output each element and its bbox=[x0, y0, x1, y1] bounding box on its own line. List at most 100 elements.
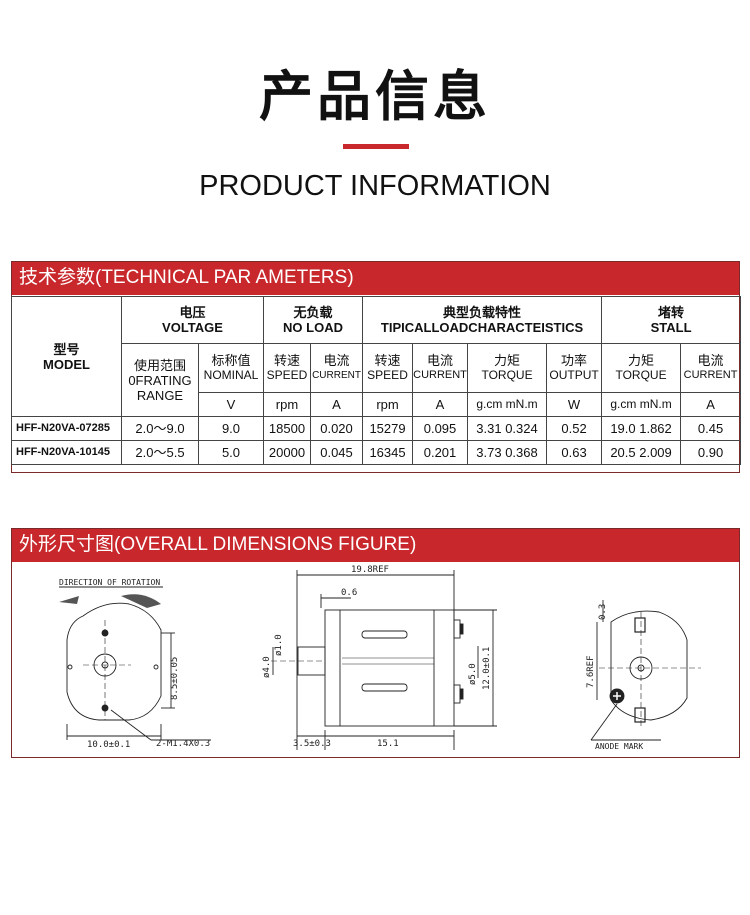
torque-cn: 力矩 bbox=[494, 353, 521, 368]
params-section-header: 技术参数(TECHNICAL PAR AMETERS) bbox=[11, 261, 740, 295]
row-speed: 16345 bbox=[362, 440, 414, 465]
unit-torque: g.cm mN.m bbox=[601, 392, 682, 417]
unit-torque: g.cm mN.m bbox=[467, 392, 548, 417]
range-header: 使用范围 0FRATING RANGE bbox=[121, 343, 199, 417]
row-range: 2.0～5.5 bbox=[121, 440, 199, 465]
nl-speed-cn: 转速 bbox=[273, 353, 300, 368]
speed-en: SPEED bbox=[367, 368, 408, 382]
anode-label: ANODE MARK bbox=[595, 742, 643, 751]
typical-header-cn: 典型负载特性 bbox=[443, 305, 522, 320]
dim-198-label: 19.8REF bbox=[351, 565, 389, 575]
stall-current-en: CURRENT bbox=[683, 369, 738, 381]
page-title-cn: 产品信息 bbox=[259, 65, 491, 128]
row-current: 0.095 bbox=[412, 416, 469, 441]
stall-torque-en: TORQUE bbox=[615, 368, 667, 382]
unit-rpm: rpm bbox=[362, 392, 414, 417]
torque-en: TORQUE bbox=[481, 368, 533, 382]
unit-a: A bbox=[680, 392, 742, 417]
unit-w: W bbox=[546, 392, 603, 417]
row-nl-speed: 20000 bbox=[263, 440, 311, 465]
page-title-en: PRODUCT INFORMATION bbox=[199, 170, 551, 202]
nl-speed-en: SPEED bbox=[266, 368, 308, 382]
dim-10-label: ø1.0 bbox=[274, 634, 284, 656]
noload-header: 无负载 NO LOAD bbox=[262, 296, 364, 344]
speed-cn: 转速 bbox=[374, 353, 401, 368]
current-en: CURRENT bbox=[413, 369, 467, 381]
stall-header-cn: 堵转 bbox=[658, 305, 685, 320]
range-header-en1: 0FRATING bbox=[128, 372, 192, 388]
stall-torque-cn: 力矩 bbox=[628, 353, 655, 368]
row-output: 0.52 bbox=[546, 416, 603, 441]
row-nl-speed: 18500 bbox=[263, 416, 311, 441]
table-row: HFF-N20VA-07285 2.0～9.0 9.0 18500 0.020 … bbox=[11, 416, 742, 441]
voltage-header: 电压 VOLTAGE bbox=[121, 296, 264, 344]
stall-current-cn: 电流 bbox=[697, 353, 724, 368]
dim-screw-label: 2-M1.4X0.3 bbox=[156, 739, 210, 749]
row-stall-current: 0.90 bbox=[680, 440, 742, 465]
rotation-arrow-icon bbox=[59, 596, 79, 604]
unit-a: A bbox=[309, 392, 364, 417]
rotation-arrow-icon bbox=[121, 594, 161, 608]
voltage-header-cn: 电压 bbox=[179, 305, 206, 320]
range-header-cn: 使用范围 bbox=[133, 357, 186, 373]
spec-table: 型号 MODEL 电压 VOLTAGE 无负载 NO LOAD 典型负载特性 T… bbox=[11, 296, 742, 465]
dim-85-label: 8.5±0.05 bbox=[170, 657, 180, 700]
range-header-en2: RANGE bbox=[136, 387, 184, 403]
direction-label: DIRECTION OF ROTATION bbox=[59, 578, 160, 587]
typical-load-header: 典型负载特性 TIPICALLOADCHARACTEISTICS bbox=[362, 296, 603, 344]
row-current: 0.201 bbox=[412, 440, 469, 465]
stall-header-en: STALL bbox=[650, 320, 692, 335]
row-stall-current: 0.45 bbox=[680, 416, 742, 441]
output-cn: 功率 bbox=[561, 353, 588, 368]
rear-view: 7.6REF 0.3 ANODE MARK bbox=[586, 600, 701, 751]
terminal-top bbox=[634, 617, 646, 633]
dim-40-label: ø4.0 bbox=[262, 656, 272, 678]
unit-rpm: rpm bbox=[263, 392, 311, 417]
row-nominal: 9.0 bbox=[198, 416, 264, 441]
row-nl-current: 0.020 bbox=[309, 416, 364, 441]
row-range: 2.0～9.0 bbox=[121, 416, 199, 441]
current-cn: 电流 bbox=[427, 353, 454, 368]
nominal-cn: 标称值 bbox=[211, 353, 251, 368]
row-output: 0.63 bbox=[546, 440, 603, 465]
dim-06-label: 0.6 bbox=[341, 588, 357, 598]
dim-120-label: 12.0±0.1 bbox=[482, 647, 492, 690]
row-nl-current: 0.045 bbox=[309, 440, 364, 465]
row-stall-torque: 19.0 1.862 bbox=[601, 416, 682, 441]
row-speed: 15279 bbox=[362, 416, 414, 441]
model-header-cell: 型号 MODEL bbox=[11, 296, 122, 417]
terminal-bottom bbox=[634, 707, 646, 723]
noload-header-cn: 无负载 bbox=[293, 305, 333, 320]
dim-151-label: 15.1 bbox=[377, 739, 399, 749]
unit-v: V bbox=[198, 392, 264, 417]
dimensions-drawing: DIRECTION OF ROTATION 8.5±0.05 10.0±0.1 … bbox=[59, 565, 701, 751]
side-view: 19.8REF 0.6 ø4.0 ø1.0 ø5.0 12.0±0.1 3.5±… bbox=[262, 565, 497, 750]
model-header-cn: 型号 bbox=[53, 341, 80, 357]
front-view: DIRECTION OF ROTATION 8.5±0.05 10.0±0.1 … bbox=[59, 578, 211, 750]
nominal-en: NOMINAL bbox=[203, 368, 259, 382]
dim-100-label: 10.0±0.1 bbox=[87, 740, 130, 750]
row-nominal: 5.0 bbox=[198, 440, 264, 465]
dim-03-label: 0.3 bbox=[598, 604, 608, 620]
voltage-header-en: VOLTAGE bbox=[162, 320, 223, 335]
row-model: HFF-N20VA-07285 bbox=[11, 416, 122, 441]
typical-header-en: TIPICALLOADCHARACTEISTICS bbox=[380, 320, 584, 335]
unit-a: A bbox=[412, 392, 469, 417]
dim-76-label: 7.6REF bbox=[586, 655, 596, 688]
row-torque: 3.73 0.368 bbox=[467, 440, 548, 465]
row-torque: 3.31 0.324 bbox=[467, 416, 548, 441]
stall-header: 堵转 STALL bbox=[601, 296, 742, 344]
dim-50-label: ø5.0 bbox=[468, 663, 478, 685]
row-model: HFF-N20VA-10145 bbox=[11, 440, 122, 465]
nl-current-en: CURRENT bbox=[312, 370, 361, 381]
noload-header-en: NO LOAD bbox=[283, 320, 343, 335]
model-header-en: MODEL bbox=[43, 356, 90, 372]
